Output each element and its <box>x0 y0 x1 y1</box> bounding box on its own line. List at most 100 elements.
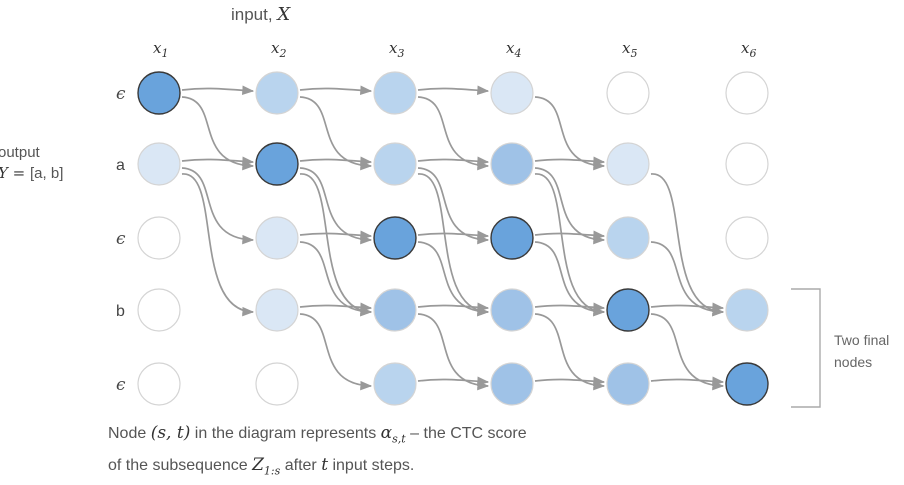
node-s4-t3 <box>373 288 417 332</box>
input-axis-title: input, X <box>231 4 290 25</box>
transition-arrow-32 <box>534 376 606 387</box>
row-label-4: b <box>116 303 125 320</box>
node-s1-t2 <box>255 71 299 115</box>
transition-arrow-12 <box>299 302 373 313</box>
transition-arrow-34 <box>650 241 725 317</box>
transition-arrow-15 <box>417 96 490 171</box>
node-s2-t5 <box>606 142 650 186</box>
transition-arrow-7 <box>299 156 373 167</box>
transition-arrow-18 <box>417 173 490 317</box>
transition-arrow-21 <box>417 302 490 313</box>
transition-arrow-37 <box>650 376 725 387</box>
final-nodes-label-line2: nodes <box>834 354 873 370</box>
node-s4-t2 <box>255 288 299 332</box>
node-s4-t1 <box>137 288 181 332</box>
caption-text-3: – the CTC score <box>405 425 527 442</box>
caption-alpha: αs,t <box>380 423 406 445</box>
transition-arrow-16 <box>417 156 490 167</box>
node-s2-t3 <box>373 142 417 186</box>
node-s5-t2 <box>255 362 299 406</box>
node-s1-t1 <box>137 71 181 115</box>
row-label-2: a <box>116 157 125 174</box>
transition-arrow-4 <box>181 173 255 317</box>
row-labels: ϵ a ϵ b ϵ <box>116 84 126 395</box>
row-label-3: ϵ <box>116 229 126 249</box>
transition-arrow-17 <box>417 167 490 245</box>
column-header-x1: x1 <box>153 39 168 60</box>
node-s1-t3 <box>373 71 417 115</box>
transition-arrow-29 <box>534 241 606 317</box>
transition-arrow-31 <box>534 313 606 391</box>
transition-arrow-28 <box>534 230 606 241</box>
final-nodes-label-line1: Two final <box>834 332 890 348</box>
node-layer <box>137 71 769 406</box>
transition-arrow-23 <box>417 376 490 387</box>
column-header-x5: x5 <box>622 39 637 60</box>
column-headers: x1 x2 x3 x4 x5 x6 <box>153 39 756 60</box>
caption-node-math: (s, t) <box>150 423 191 443</box>
node-s5-t5 <box>606 362 650 406</box>
row-label-1: ϵ <box>116 84 126 104</box>
node-s4-t6 <box>725 288 769 332</box>
node-s3-t5 <box>606 216 650 260</box>
transition-arrow-20 <box>417 241 490 317</box>
output-label: output Y = [a, b] <box>0 143 63 184</box>
node-s4-t5 <box>606 288 650 332</box>
node-s1-t5 <box>606 71 650 115</box>
transition-arrow-19 <box>417 230 490 241</box>
node-s3-t6 <box>725 216 769 260</box>
node-s3-t3 <box>373 216 417 260</box>
caption-alpha-base: α <box>380 423 393 443</box>
node-s5-t4 <box>490 362 534 406</box>
node-s2-t1 <box>137 142 181 186</box>
transition-arrow-35 <box>650 302 725 313</box>
node-s3-t1 <box>137 216 181 260</box>
column-header-x3: x3 <box>389 39 404 60</box>
node-s2-t6 <box>725 142 769 186</box>
node-s5-t6 <box>725 362 769 406</box>
caption-line2: of the subsequence Z1:s after t input st… <box>108 452 527 484</box>
output-label-math: Y = <box>0 164 31 182</box>
node-s3-t4 <box>490 216 534 260</box>
caption-z-base: Z <box>252 455 264 476</box>
transition-arrow-0 <box>181 85 255 96</box>
node-s5-t1 <box>137 362 181 406</box>
transition-arrow-27 <box>534 173 606 317</box>
transition-arrow-2 <box>181 156 255 167</box>
transition-arrow-5 <box>299 85 373 96</box>
transition-arrow-22 <box>417 313 490 391</box>
transition-arrow-6 <box>299 96 373 171</box>
node-s5-t3 <box>373 362 417 406</box>
node-s2-t2 <box>255 142 299 186</box>
transition-arrow-25 <box>534 156 606 167</box>
node-s4-t4 <box>490 288 534 332</box>
caption-text-4: of the subsequence <box>108 457 253 475</box>
transition-arrow-24 <box>534 96 606 171</box>
column-header-x6: x6 <box>741 39 756 60</box>
caption-z-sub: 1:s <box>263 464 281 478</box>
transition-arrow-9 <box>299 173 373 317</box>
transition-arrow-8 <box>299 167 373 245</box>
output-label-word: output <box>0 144 40 161</box>
caption-text-1: Node <box>108 425 151 442</box>
caption-text-6: input steps. <box>328 457 415 475</box>
column-header-x4: x4 <box>506 39 521 60</box>
caption-text-2: in the diagram represents <box>190 425 381 442</box>
transition-arrow-26 <box>534 167 606 245</box>
edge-layer <box>181 85 725 391</box>
transition-arrow-10 <box>299 230 373 241</box>
output-label-seq: [a, b] <box>30 165 64 182</box>
caption-t-math: t <box>321 455 329 476</box>
caption-line1: Node (s, t) in the diagram represents αs… <box>108 420 527 452</box>
output-label-eq: Y = [a, b] <box>0 163 63 184</box>
row-label-5: ϵ <box>116 375 126 395</box>
transition-arrow-30 <box>534 302 606 313</box>
caption-text-5: after <box>280 457 322 475</box>
ctc-lattice-diagram: x1 x2 x3 x4 x5 x6 ϵ a ϵ b ϵ <box>116 39 821 408</box>
diagram-caption: Node (s, t) in the diagram represents αs… <box>108 420 527 485</box>
transition-arrow-11 <box>299 241 373 317</box>
column-header-x2: x2 <box>271 39 286 60</box>
input-axis-title-var: X <box>277 4 291 25</box>
input-axis-title-text: input, <box>231 5 278 24</box>
transition-arrow-33 <box>650 173 725 317</box>
